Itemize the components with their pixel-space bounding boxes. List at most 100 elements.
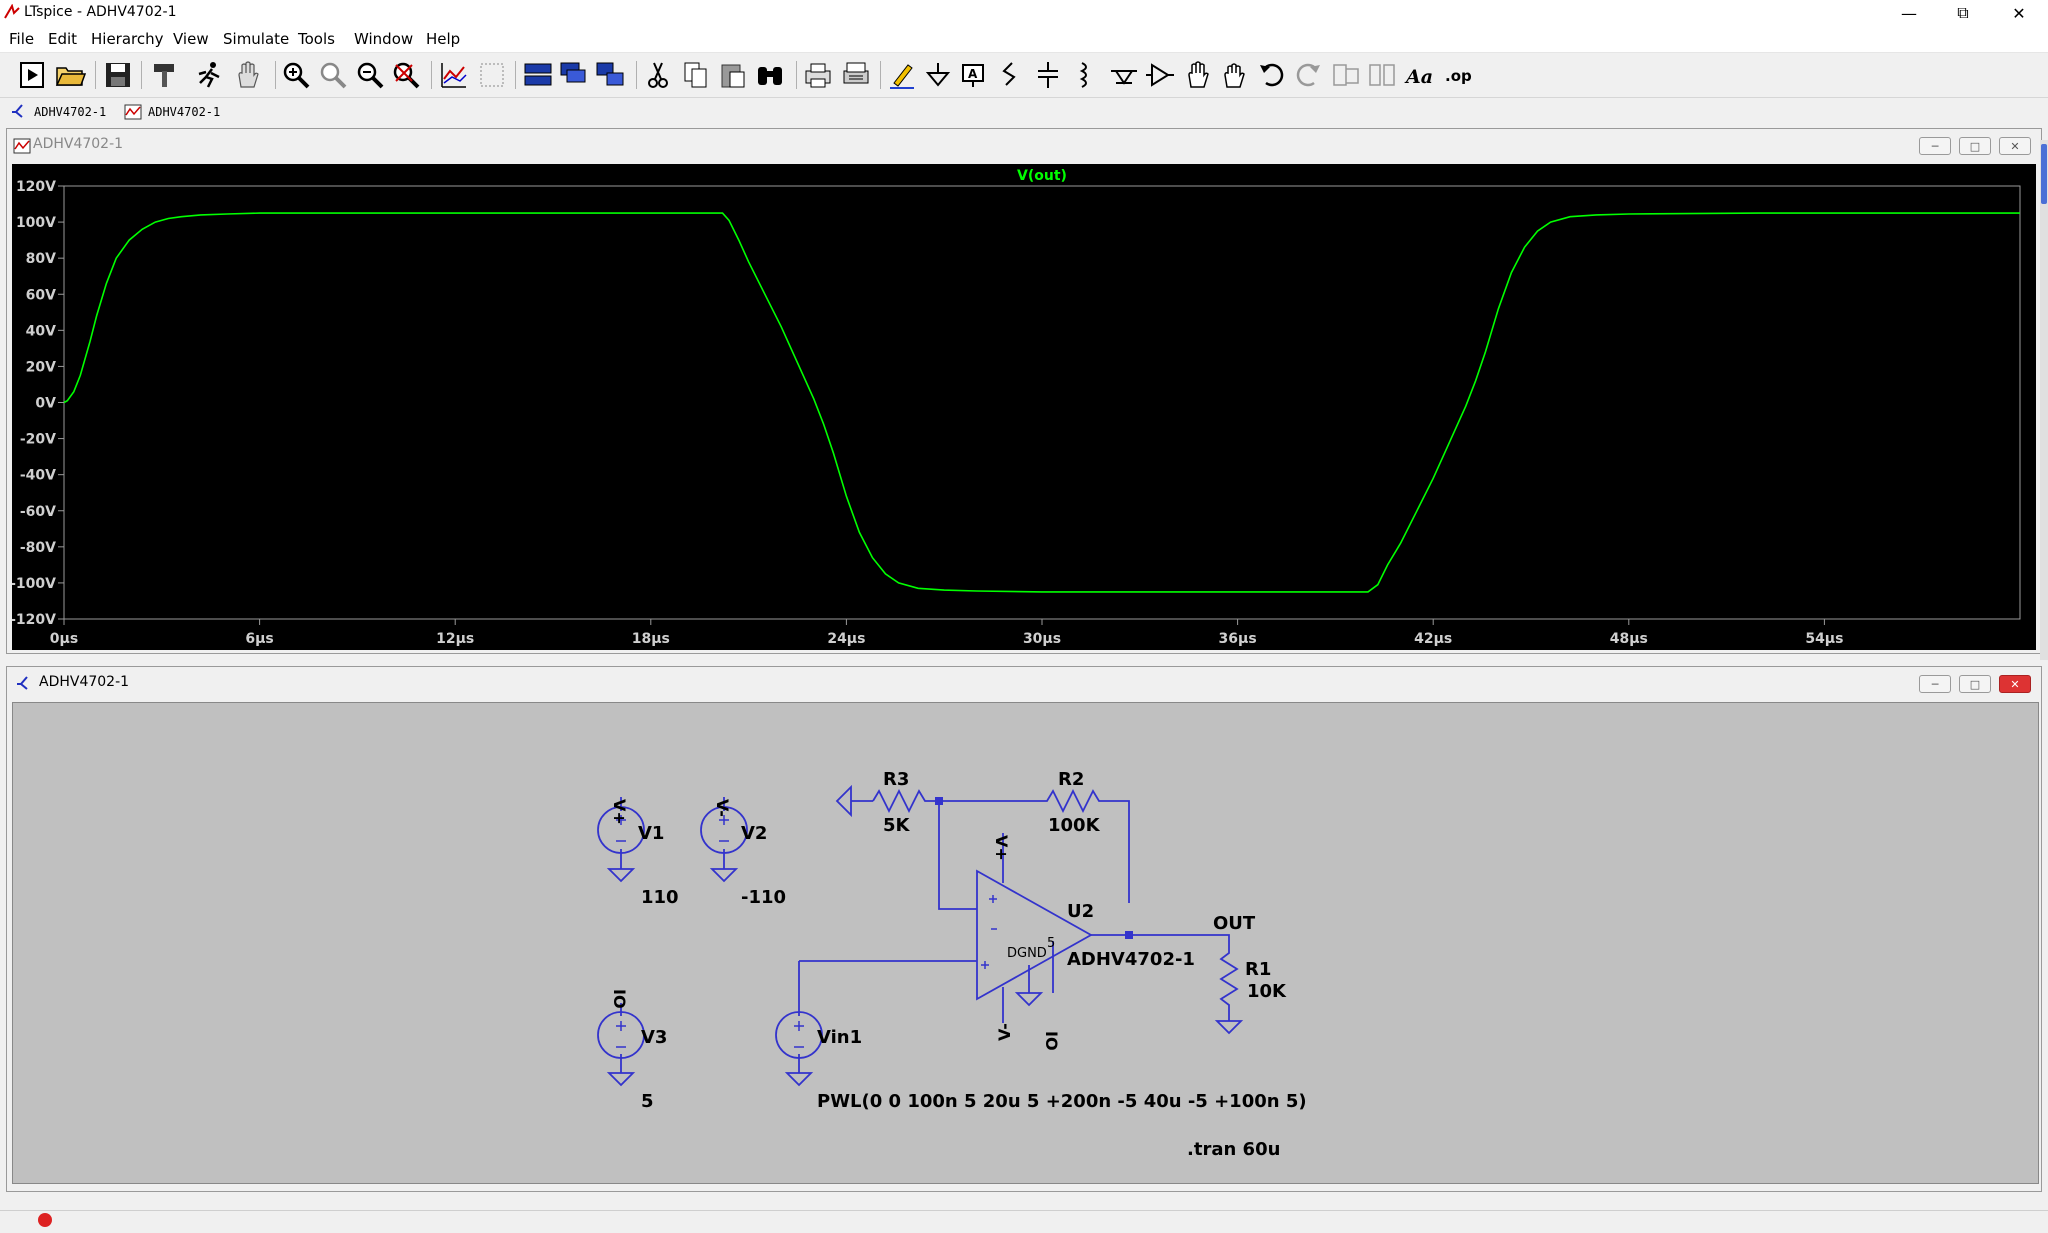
waveform-maximize-button[interactable]: □: [1959, 137, 1991, 155]
rotate-icon[interactable]: [1330, 59, 1362, 91]
u2-io-label: IO: [1042, 1031, 1061, 1051]
ground-icon[interactable]: [922, 59, 954, 91]
tile-horizontal-icon[interactable]: [522, 59, 554, 91]
zoom-cancel-icon[interactable]: [390, 59, 422, 91]
series-line-vout[interactable]: [63, 212, 2020, 593]
r1-value[interactable]: 10K: [1247, 981, 1287, 1002]
r2-name[interactable]: R2: [1058, 769, 1084, 790]
schematic-svg[interactable]: V1 110 V2 -110 V3 5 Vin1 PWL(0 0 100n 5 …: [13, 703, 2040, 1185]
menu-view[interactable]: View: [173, 30, 209, 48]
tile-vertical-icon[interactable]: [594, 59, 626, 91]
tab-schematic[interactable]: ADHV4702-1: [10, 101, 106, 123]
x-tick-label: 42µs: [1414, 631, 1452, 647]
waveform-close-button[interactable]: ✕: [1999, 137, 2031, 155]
open-folder-icon[interactable]: [54, 59, 86, 91]
menu-simulate[interactable]: Simulate: [223, 30, 290, 48]
waveform-scrollbar[interactable]: [2040, 140, 2048, 660]
close-button[interactable]: ✕: [2012, 3, 2026, 23]
v2-name[interactable]: V2: [741, 823, 767, 844]
y-tick-label: -60V: [20, 504, 56, 520]
pan-hand-icon[interactable]: [232, 59, 264, 91]
schematic-icon: [12, 104, 23, 118]
u2-vplus-label: V+: [992, 835, 1011, 861]
paste-icon[interactable]: [717, 59, 749, 91]
document-tab-bar: ADHV4702-1 ADHV4702-1: [0, 99, 2048, 125]
schematic-minimize-button[interactable]: ─: [1919, 675, 1951, 693]
chart-title[interactable]: V(out): [1017, 168, 1067, 184]
manual-limits-icon[interactable]: [476, 59, 508, 91]
text-icon[interactable]: Aa: [1404, 59, 1436, 91]
menu-help[interactable]: Help: [426, 30, 461, 48]
redo-icon[interactable]: [1292, 59, 1324, 91]
mirror-icon[interactable]: [1366, 59, 1398, 91]
schematic-close-button[interactable]: ✕: [1999, 675, 2031, 693]
x-tick-label: 30µs: [1023, 631, 1061, 647]
y-tick-label: -120V: [12, 612, 56, 628]
svg-text:Aa: Aa: [1404, 66, 1433, 88]
vin1-name[interactable]: Vin1: [817, 1027, 862, 1048]
waveform-icon: [13, 138, 31, 154]
schematic-icon: [17, 676, 28, 690]
tab-waveform[interactable]: ADHV4702-1: [124, 101, 220, 123]
restore-button[interactable]: ⧉: [1957, 3, 1969, 22]
dgnd-pin-label: DGND: [1007, 946, 1047, 961]
move-hand-icon[interactable]: [1182, 59, 1214, 91]
control-panel-hammer-icon[interactable]: [148, 59, 180, 91]
tran-directive[interactable]: .tran 60u: [1187, 1139, 1280, 1160]
x-tick-label: 48µs: [1610, 631, 1648, 647]
find-binoculars-icon[interactable]: [754, 59, 786, 91]
minimize-button[interactable]: —: [1901, 3, 1917, 23]
r3-name[interactable]: R3: [883, 769, 909, 790]
r2-value[interactable]: 100K: [1048, 815, 1101, 836]
r3-value[interactable]: 5K: [883, 815, 911, 836]
v3-value[interactable]: 5: [641, 1091, 654, 1112]
save-icon[interactable]: [102, 59, 134, 91]
u2-name[interactable]: U2: [1067, 901, 1094, 922]
copy-icon[interactable]: [680, 59, 712, 91]
v1-value[interactable]: 110: [641, 887, 679, 908]
v3-name[interactable]: V3: [641, 1027, 667, 1048]
menu-file[interactable]: File: [9, 30, 35, 48]
menu-hierarchy[interactable]: Hierarchy: [91, 30, 164, 48]
v1-name[interactable]: V1: [638, 823, 664, 844]
spice-directive-icon[interactable]: .op: [1442, 59, 1474, 91]
menu-window[interactable]: Window: [354, 30, 414, 48]
zoom-out-icon[interactable]: [354, 59, 386, 91]
net-label-icon[interactable]: A: [958, 59, 990, 91]
schematic-maximize-button[interactable]: □: [1959, 675, 1991, 693]
net-out-label[interactable]: OUT: [1213, 913, 1256, 934]
schematic-canvas[interactable]: V1 110 V2 -110 V3 5 Vin1 PWL(0 0 100n 5 …: [12, 702, 2039, 1184]
menu-tools[interactable]: Tools: [298, 30, 335, 48]
menu-bar: File Edit Hierarchy View Simulate Tools …: [0, 26, 2048, 53]
resistor-icon[interactable]: [994, 59, 1026, 91]
waveform-window-title: ADHV4702-1: [33, 136, 124, 152]
component-icon[interactable]: [1144, 59, 1176, 91]
print-preview-icon[interactable]: [840, 59, 872, 91]
r1-name[interactable]: R1: [1245, 959, 1271, 980]
undo-icon[interactable]: [1256, 59, 1288, 91]
diode-icon[interactable]: [1108, 59, 1140, 91]
waveform-minimize-button[interactable]: ─: [1919, 137, 1951, 155]
svg-text:A: A: [968, 67, 978, 81]
y-tick-label: 100V: [16, 215, 56, 231]
drag-hand-icon[interactable]: [1218, 59, 1250, 91]
open-schematic-icon[interactable]: [16, 59, 48, 91]
vin1-value[interactable]: PWL(0 0 100n 5 20u 5 +200n -5 40u -5 +10…: [817, 1091, 1307, 1112]
waveform-scrollbar-thumb[interactable]: [2041, 144, 2047, 204]
cascade-windows-icon[interactable]: [558, 59, 590, 91]
print-icon[interactable]: [802, 59, 834, 91]
menu-edit[interactable]: Edit: [48, 30, 78, 48]
autorange-icon[interactable]: [438, 59, 470, 91]
zoom-in-icon[interactable]: [280, 59, 312, 91]
zoom-full-icon[interactable]: [317, 59, 349, 91]
run-simulation-icon[interactable]: [194, 59, 226, 91]
capacitor-icon[interactable]: [1032, 59, 1064, 91]
draw-wire-pencil-icon[interactable]: [886, 59, 918, 91]
cut-icon[interactable]: [642, 59, 674, 91]
vout-chart[interactable]: 120V100V80V60V40V20V0V-20V-40V-60V-80V-1…: [10, 164, 2036, 650]
v2-value[interactable]: -110: [741, 887, 786, 908]
u2-part[interactable]: ADHV4702-1: [1067, 949, 1195, 970]
x-tick-label: 24µs: [827, 631, 865, 647]
inductor-icon[interactable]: [1068, 59, 1100, 91]
